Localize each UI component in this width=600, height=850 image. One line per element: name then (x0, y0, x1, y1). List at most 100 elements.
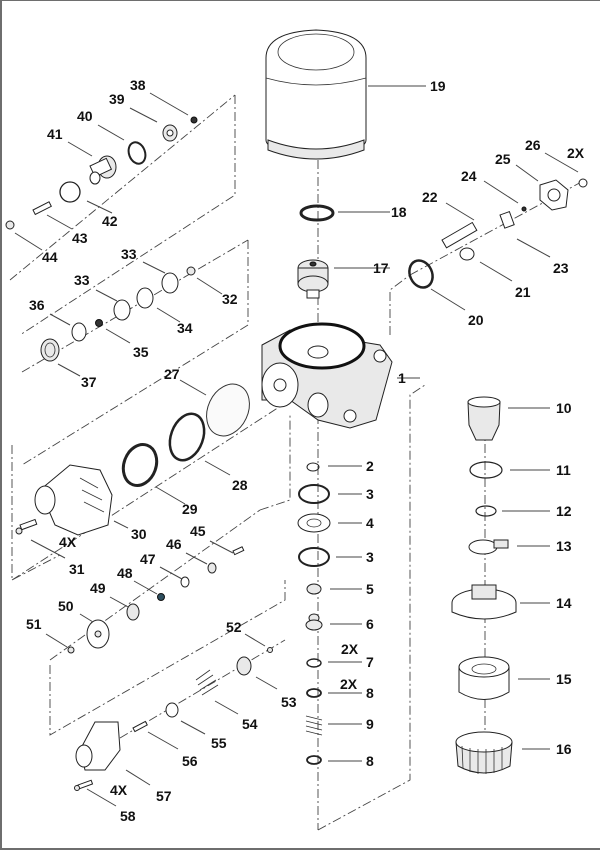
part-28-oring (168, 412, 206, 462)
part-13-hose-clamp (468, 539, 509, 555)
part-15-housing (458, 656, 510, 700)
part-6-valve (305, 613, 323, 631)
group-38-44-axis (9, 94, 236, 281)
part-41-piston (89, 155, 117, 185)
part-32-fitting (186, 266, 196, 276)
callout-50: 50 (58, 598, 74, 614)
callout-55: 55 (211, 735, 227, 751)
callout-23: 23 (553, 260, 569, 276)
callout-13: 13 (556, 538, 572, 554)
qty-callout-58: 4X (110, 782, 128, 798)
part-2-oring (306, 462, 320, 472)
part-45-pin (232, 546, 245, 556)
callout-8: 8 (366, 753, 374, 769)
qty-callout-31: 4X (59, 534, 77, 550)
callout-18: 18 (391, 204, 407, 220)
callout-27: 27 (164, 366, 180, 382)
part-49-seat (126, 603, 140, 621)
callout-33: 33 (74, 272, 90, 288)
callout-26: 26 (525, 137, 541, 153)
callout-3: 3 (366, 549, 374, 565)
part-10-valve-cartridge (467, 396, 501, 441)
part-37-silencer (40, 338, 60, 362)
part-51-nut (67, 646, 75, 654)
part-3-oring-b (298, 547, 330, 567)
part-57-cover (75, 721, 121, 771)
part-16-basket (455, 731, 513, 774)
callout-11: 11 (556, 462, 571, 478)
group-52-57-axis (119, 639, 286, 739)
callout-58: 58 (120, 808, 136, 824)
part-33-disc-b (113, 299, 131, 321)
callout-31: 31 (69, 561, 85, 577)
part-29-ring (121, 443, 159, 487)
callout-10: 10 (556, 400, 572, 416)
callout-34: 34 (177, 320, 193, 336)
part-12-oring (475, 505, 497, 517)
callout-38: 38 (130, 77, 146, 93)
part-39-washer (162, 124, 178, 142)
part-26-screw (578, 178, 588, 188)
part-20-oring (408, 259, 434, 289)
part-56-pin (132, 720, 148, 733)
callout-24: 24 (461, 168, 477, 184)
qty-callout-8: 2X (340, 676, 358, 692)
callout-39: 39 (109, 91, 125, 107)
part-3-oring-a (298, 484, 330, 504)
callout-56: 56 (182, 753, 198, 769)
part-38-nut (190, 116, 198, 124)
part-35-nut (95, 319, 103, 327)
callout-33: 33 (121, 246, 137, 262)
part-4-washer (297, 513, 331, 533)
callout-25: 25 (495, 151, 511, 167)
callout-32: 32 (222, 291, 238, 307)
callout-29: 29 (182, 501, 198, 517)
callout-40: 40 (77, 108, 93, 124)
lower-group-boundary (317, 384, 426, 831)
part-7-ring (306, 658, 322, 668)
callout-43: 43 (72, 230, 88, 246)
qty-callout-26: 2X (567, 145, 585, 161)
part-43-pin (32, 201, 52, 216)
callout-19: 19 (430, 78, 446, 94)
callout-20: 20 (468, 312, 484, 328)
part-31-bolt (15, 518, 38, 535)
callout-41: 41 (47, 126, 63, 142)
callout-37: 37 (81, 374, 97, 390)
part-47-nut (180, 576, 190, 588)
callout-45: 45 (190, 523, 206, 539)
part-30-heater-housing (34, 464, 113, 536)
callout-42: 42 (102, 213, 118, 229)
group-27-31-boundary (11, 445, 61, 581)
callout-54: 54 (242, 716, 258, 732)
part-52-nut (267, 647, 273, 653)
callout-36: 36 (29, 297, 45, 313)
part-17-valve (297, 259, 329, 299)
body-to-oring-axis (389, 274, 411, 335)
callout-6: 6 (366, 616, 374, 632)
group-32-37-boundary (21, 240, 249, 466)
part-8-ring-b (306, 755, 322, 765)
callout-1: 1 (398, 370, 406, 386)
part-14-cap (451, 584, 517, 620)
part-46-washer (207, 562, 217, 574)
part-25-cover (539, 179, 569, 211)
callout-8: 8 (366, 685, 374, 701)
callout-17: 17 (373, 260, 389, 276)
callout-49: 49 (90, 580, 106, 596)
callout-2: 2 (366, 458, 374, 474)
part-58-bolt (74, 779, 94, 791)
assembly-axes (9, 94, 586, 831)
part-8-ring-a (306, 688, 322, 698)
callout-12: 12 (556, 503, 572, 519)
part-36-washer (71, 322, 87, 342)
part-33-disc-a (161, 272, 179, 294)
part-5-seal (306, 583, 322, 595)
group-45-axis-up (259, 415, 291, 511)
callout-52: 52 (226, 619, 242, 635)
callout-15: 15 (556, 671, 572, 687)
callout-47: 47 (140, 551, 156, 567)
callout-labels: 1 2 3 4 3 5 6 7 2X 8 2X 9 8 10 11 12 13 … (26, 77, 585, 824)
part-18-oring (299, 204, 335, 222)
